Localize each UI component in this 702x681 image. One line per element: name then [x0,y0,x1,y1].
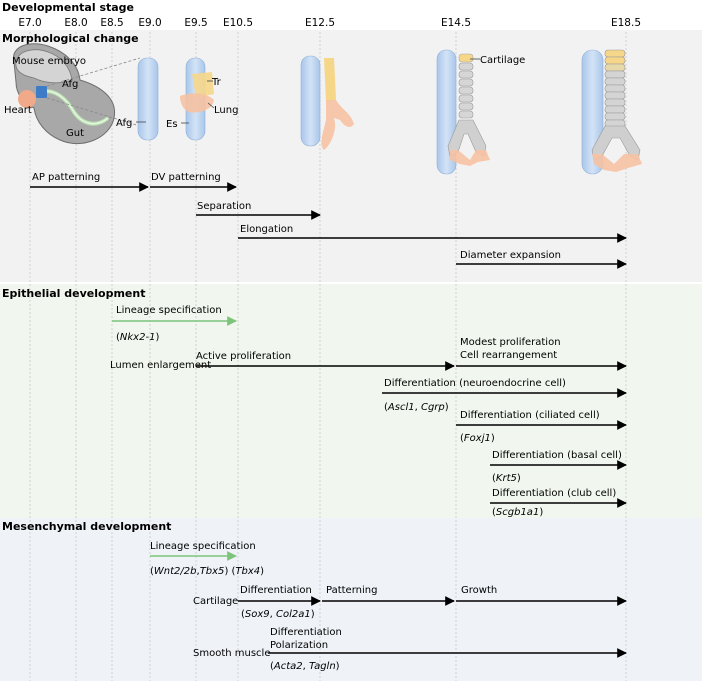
mes-section-bg [0,518,702,681]
heart-shape [18,90,36,108]
label-mes-lineage: Lineage specification [150,541,256,552]
epi-section-bg [0,284,702,518]
label-smooth-muscle: Smooth muscle [193,648,270,659]
foregut-tube-e9: Afg [116,57,159,141]
label-lung: Lung [214,105,238,116]
label-patterning: Patterning [326,585,377,596]
gene-foxj1: (Foxj1) [460,433,495,444]
label-cartilage-row: Cartilage [193,596,238,607]
gene-wnt2-tbx5-tbx4: (Wnt2/2b,Tbx5) (Tbx4) [150,566,264,577]
stage-label: E12.5 [305,17,335,29]
label-afg: Afg [62,79,78,90]
bronchi-e145-shape [447,119,487,157]
label-afg-tube: Afg [116,118,132,129]
label-sm-differentiation: Differentiation [270,627,342,638]
label-diff-neuroendocrine: Differentiation (neuroendocrine cell) [384,378,566,389]
label-cartilage-diff: Differentiation [240,585,312,596]
label-modest-proliferation: Modest proliferation [460,337,561,348]
gene-nkx2-1: (Nkx2-1) [116,332,159,343]
zoom-guide-line [46,97,141,127]
lung-e145-shape [450,150,490,166]
trachea-e185-rings [604,49,626,128]
epi-section-title: Epithelial development [2,287,145,300]
stage-label: E9.5 [184,17,207,29]
gene-ascl1-cgrp: (Ascl1, Cgrp) [384,402,449,413]
mouse-embryo-illustration: Mouse embryo Afg Heart Gut [4,43,141,145]
label-diff-club: Differentiation (club cell) [492,488,616,499]
afg-region-shape [36,86,47,98]
label-cell-rearrangement: Cell rearrangement [460,350,557,361]
stage-label: E18.5 [611,17,641,29]
stage-label: E8.0 [64,17,87,29]
gene-sox9-col2a1: (Sox9, Col2a1) [241,609,315,620]
foregut-e125 [300,55,354,150]
esophagus-e125-shape [300,55,321,147]
foregut-e145: Cartilage [436,49,525,175]
zoom-guide-line [46,57,141,87]
label-separation: Separation [197,201,251,212]
embryo-head-shape [15,49,73,84]
gene-scgb1a1: (Scgb1a1) [492,507,543,518]
mes-section-title: Mesenchymal development [2,520,171,533]
mes-arrows: Lineage specification (Wnt2/2b,Tbx5) (Tb… [150,541,627,672]
stage-label: E7.0 [18,17,41,29]
lung-e185-shape [592,154,642,172]
stage-label: E8.5 [100,17,123,29]
label-diameter-expansion: Diameter expansion [460,250,561,261]
trachea-e125-shape [324,58,336,102]
trachea-e145-rings [458,53,474,119]
foregut-tube-e95: Tr Lung Es [166,57,238,141]
stage-labels: E7.0 E8.0 E8.5 E9.0 E9.5 E10.5 E12.5 E14… [18,17,641,29]
gene-acta2-tagln: (Acta2, Tagln) [270,661,340,672]
label-ap-patterning: AP patterning [32,172,100,183]
stage-label: E10.5 [223,17,253,29]
label-dv-patterning: DV patterning [151,172,221,183]
label-gut: Gut [66,128,84,139]
lung-e125-shape [321,100,354,150]
stage-label: E14.5 [441,17,471,29]
label-mouse-embryo: Mouse embryo [12,56,86,67]
page-title: Developmental stage [2,1,134,14]
label-tr: Tr [211,77,222,88]
label-diff-basal: Differentiation (basal cell) [492,450,622,461]
lung-pointer [207,102,215,109]
morph-section-title: Morphological change [2,32,139,45]
label-epi-lineage: Lineage specification [116,305,222,316]
gut-tube-inner [39,90,109,125]
label-lumen-enlargement: Lumen enlargement [110,360,211,371]
trachea-bud-shape [192,72,214,98]
foregut-tube-shape [137,57,159,141]
label-active-proliferation: Active proliferation [196,351,291,362]
label-sm-polarization: Polarization [270,640,328,651]
label-es: Es [166,119,178,130]
label-diff-ciliated: Differentiation (ciliated cell) [460,410,600,421]
foregut-e185 [581,49,642,175]
label-cartilage: Cartilage [480,55,525,66]
label-growth: Growth [461,585,497,596]
gene-krt5: (Krt5) [492,473,521,484]
label-heart: Heart [4,105,32,116]
label-elongation: Elongation [240,224,293,235]
epi-arrows: Lineage specification (Nkx2-1) Lumen enl… [110,305,627,518]
morph-arrows: AP patterning DV patterning Separation E… [30,172,627,269]
lung-bud-shape [180,93,214,113]
stage-label: E9.0 [138,17,161,29]
